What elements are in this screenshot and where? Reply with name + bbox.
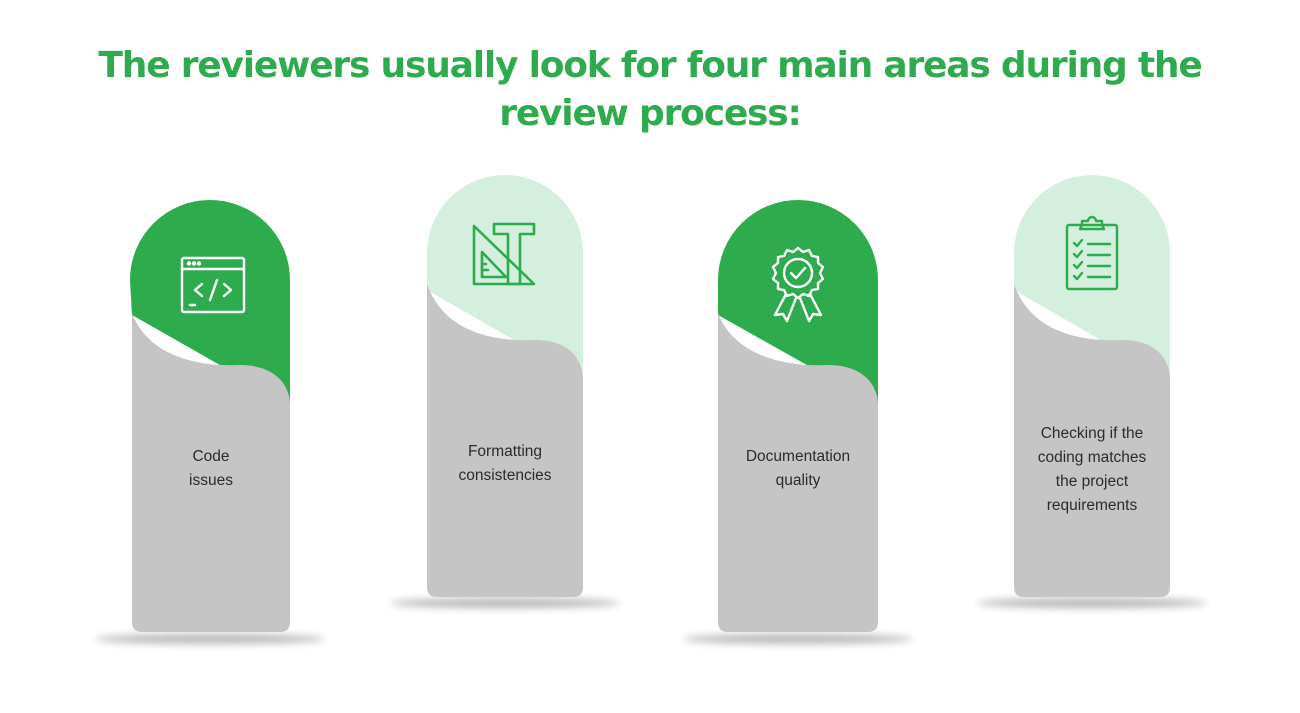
card-label-line: coding matches — [1037, 449, 1147, 466]
card-formatting-consistencies: Formatting consistencies — [385, 170, 625, 630]
card-documentation-quality: Documentation quality — [678, 195, 918, 655]
card-label-line: consistencies — [458, 467, 552, 484]
card-label: Documentation quality — [718, 445, 878, 493]
card-label-line: issues — [189, 472, 233, 489]
award-badge-icon — [771, 246, 825, 323]
card-shape — [95, 200, 325, 644]
card-label-line: requirements — [1046, 497, 1138, 514]
card-label: Checking if the coding matches the proje… — [1014, 422, 1170, 518]
card-label-line: Documentation — [745, 448, 851, 465]
code-window-icon — [180, 256, 246, 314]
card-label: Formatting consistencies — [427, 440, 583, 488]
page-title: The reviewers usually look for four main… — [98, 45, 1202, 134]
card-project-requirements: Checking if the coding matches the proje… — [972, 170, 1212, 630]
card-label-line: quality — [775, 472, 821, 489]
clipboard-checklist-icon — [1065, 215, 1119, 291]
ruler-triangle-icon — [472, 222, 536, 286]
card-label-line: Checking if the — [1040, 425, 1144, 442]
card-shape — [683, 200, 913, 644]
card-label: Code issues — [132, 445, 290, 493]
card-label-line: Formatting — [467, 443, 543, 460]
card-code-issues: Code issues — [90, 195, 330, 655]
card-label-line: the project — [1055, 473, 1129, 490]
card-label-line: Code — [192, 448, 230, 465]
